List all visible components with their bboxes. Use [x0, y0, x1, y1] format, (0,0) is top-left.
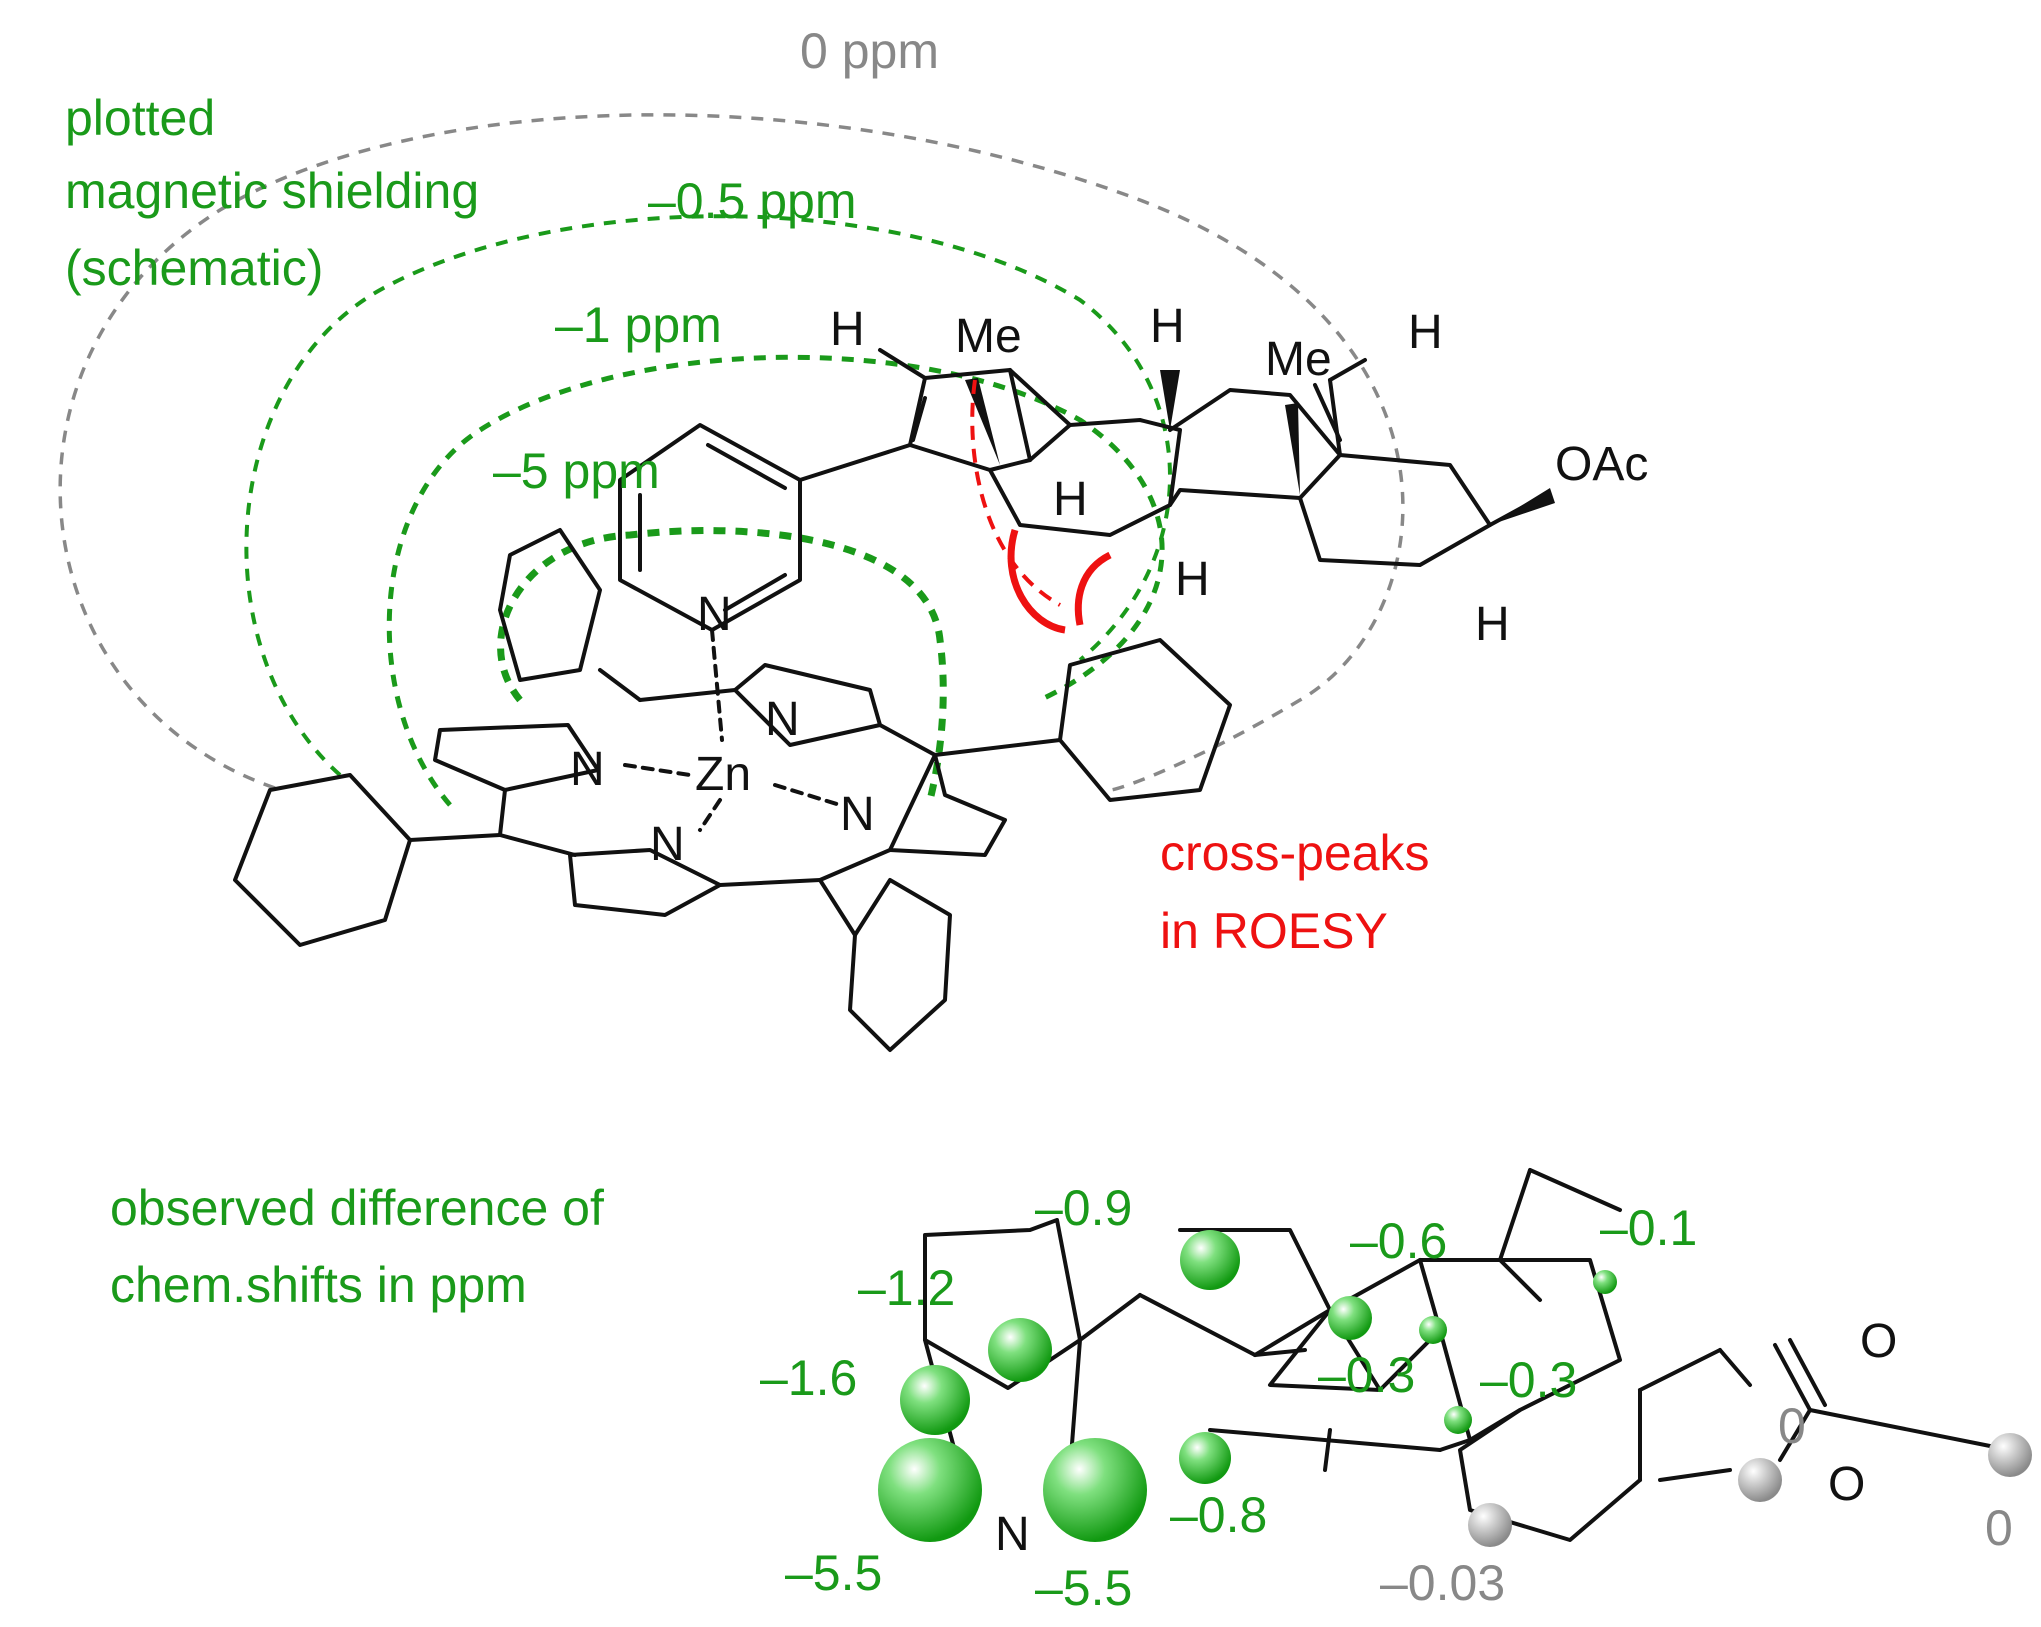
- upper-annotations: 0 ppm –0.5 ppm –1 ppm –5 ppm plotted mag…: [65, 23, 1430, 959]
- ball-s5: [900, 1365, 970, 1435]
- shift-label-s3: –0.1: [1600, 1200, 1697, 1256]
- phenyl-top: [498, 528, 602, 682]
- atom-zn: Zn: [695, 748, 751, 801]
- shift-label-s1: –0.9: [1035, 1180, 1132, 1236]
- ball-s9: [1179, 1432, 1231, 1484]
- atom-h-e: H: [1175, 553, 1210, 606]
- shift-label-s6: –0.3: [1318, 1347, 1415, 1403]
- contour-one-ppm: [386, 354, 1165, 807]
- label-contour-five-ppm: –5 ppm: [493, 443, 660, 499]
- atom-n2: N: [765, 693, 800, 746]
- porphyrin-pyrrole-3: [888, 753, 1007, 857]
- ball-s12: [1468, 1503, 1512, 1547]
- atom-n-pyridine: N: [697, 588, 732, 641]
- legend-top-line3: (schematic): [65, 240, 323, 296]
- atom-n3: N: [840, 788, 875, 841]
- shift-label-s9: –0.8: [1170, 1487, 1267, 1543]
- legend-top-line2: magnetic shielding: [65, 163, 479, 219]
- shift-map-balls: [878, 1230, 2032, 1547]
- atom-h-f: H: [1475, 598, 1510, 651]
- atom-labels-upper: H Me H Me H OAc H H H N Zn N N N N: [570, 300, 1648, 871]
- phenyl-right: [1058, 638, 1232, 802]
- ball-s3: [1593, 1270, 1617, 1294]
- ball-s7: [1444, 1406, 1472, 1434]
- label-contour-0ppm: 0 ppm: [800, 23, 939, 79]
- atom-me-b: Me: [1265, 333, 1332, 386]
- atom-oac: OAc: [1555, 438, 1648, 491]
- roesy-line1: cross-peaks: [1160, 825, 1430, 881]
- shift-label-s8: 0: [1778, 1398, 1806, 1454]
- shift-label-s5: –1.6: [760, 1350, 857, 1406]
- shielding-contours: [58, 113, 1405, 807]
- shift-labels: –0.9 –0.6 –0.1 –1.2 –1.6 –0.3 –0.3 0 –0.…: [110, 1180, 2013, 1616]
- atom-o-top: O: [1860, 1315, 1897, 1368]
- atom-h-c: H: [1408, 306, 1443, 359]
- ball-s13: [1988, 1433, 2032, 1477]
- phenyl-left: [233, 773, 412, 947]
- shift-label-s10: –5.5: [785, 1545, 882, 1601]
- shift-label-s2: –0.6: [1350, 1213, 1447, 1269]
- atom-me-a: Me: [955, 310, 1022, 363]
- ball-s6: [1419, 1316, 1447, 1344]
- atom-o-ester: O: [1828, 1458, 1865, 1511]
- legend-bottom-line2: chem.shifts in ppm: [110, 1257, 527, 1313]
- ball-s4: [988, 1318, 1052, 1382]
- atom-n1: N: [570, 743, 605, 796]
- atom-h-a: H: [830, 303, 865, 356]
- phenyl-bottom: [848, 878, 952, 1052]
- shift-label-s12: –0.03: [1380, 1555, 1505, 1611]
- atom-n4: N: [650, 818, 685, 871]
- atom-n-bottom: N: [995, 1508, 1030, 1561]
- atom-labels-lower: N O O: [995, 1315, 1897, 1561]
- ball-s1: [1180, 1230, 1240, 1290]
- roesy-line2: in ROESY: [1160, 903, 1388, 959]
- ball-s2: [1328, 1296, 1372, 1340]
- ball-s11: [1043, 1438, 1147, 1542]
- shift-label-s7: –0.3: [1480, 1352, 1577, 1408]
- label-contour-one-ppm: –1 ppm: [555, 297, 722, 353]
- contour-five-ppm: [497, 527, 947, 801]
- legend-bottom-line1: observed difference of: [110, 1180, 604, 1236]
- ball-s10: [878, 1438, 982, 1542]
- contour-half-ppm: [244, 214, 1172, 777]
- ball-s8: [1738, 1458, 1782, 1502]
- label-contour-half-ppm: –0.5 ppm: [648, 173, 856, 229]
- shift-label-s11: –5.5: [1035, 1560, 1132, 1616]
- porphyrin-pyrrole-4: [568, 848, 722, 917]
- atom-h-d: H: [1053, 473, 1088, 526]
- steroid-d-ring: [908, 368, 1032, 472]
- atom-h-b: H: [1150, 300, 1185, 353]
- shift-label-s4: –1.2: [858, 1260, 955, 1316]
- roesy-arcs: [970, 379, 1112, 634]
- shift-label-s13: 0: [1985, 1500, 2013, 1556]
- legend-top-line1: plotted: [65, 90, 215, 146]
- porphyrin-complex: [233, 348, 1555, 1052]
- porphyrin-pyrrole-1: [433, 723, 600, 792]
- contour-0ppm: [58, 113, 1405, 792]
- porphyrin-pyrrole-2: [733, 663, 882, 747]
